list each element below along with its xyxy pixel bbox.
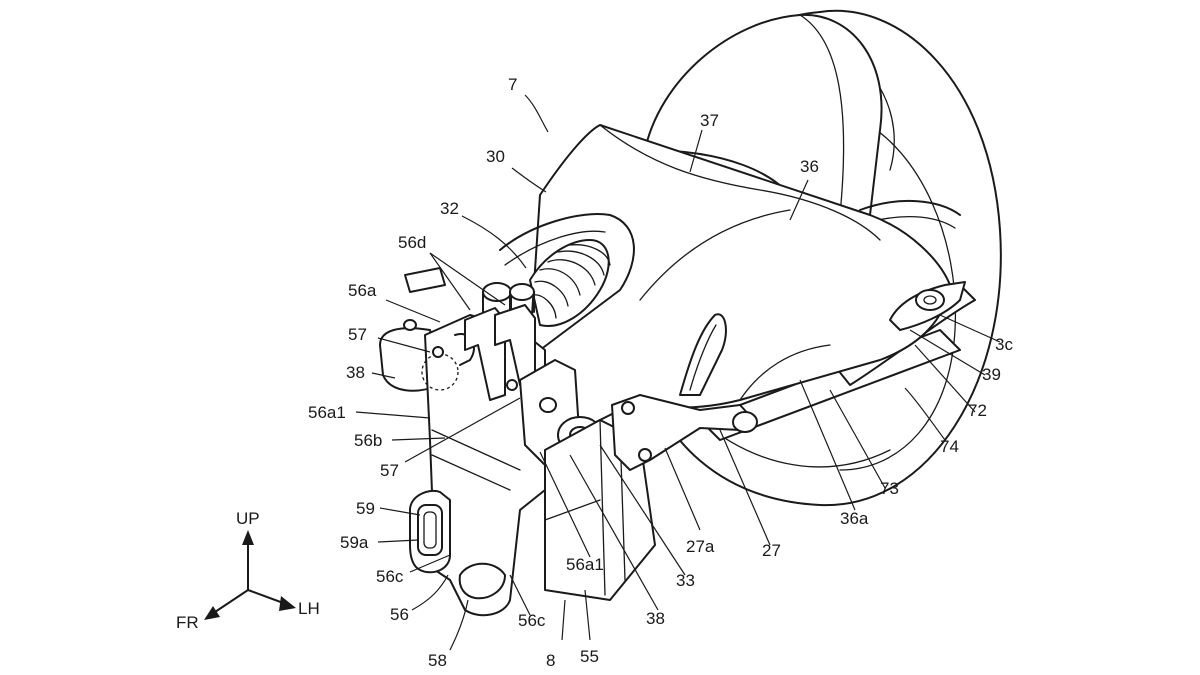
rear-fender — [644, 13, 883, 216]
label-55: 55 — [580, 647, 599, 666]
label-36a: 36a — [840, 509, 869, 528]
label-3c: 3c — [995, 335, 1013, 354]
label-59a: 59a — [340, 533, 369, 552]
leader-lines — [355, 94, 1001, 651]
fr-arrow-icon — [204, 606, 220, 620]
label-38-left: 38 — [346, 363, 365, 382]
label-56a: 56a — [348, 281, 377, 300]
shock-spring — [529, 239, 611, 327]
axis-up-label: UP — [236, 509, 260, 528]
label-39: 39 — [982, 365, 1001, 384]
label-8: 8 — [546, 651, 555, 670]
label-32: 32 — [440, 199, 459, 218]
label-56c-left: 56c — [376, 567, 404, 586]
orientation-axes: UP FR LH — [176, 509, 320, 632]
bolt-heads — [482, 282, 535, 316]
tail-piece — [889, 281, 966, 331]
label-27a: 27a — [686, 537, 715, 556]
labels: 7 30 37 36 32 56d 56a 57 38 56a1 56b 57 … — [308, 75, 1013, 670]
label-27: 27 — [762, 541, 781, 560]
label-56a1-right: 56a1 — [566, 555, 604, 574]
brake-arm — [611, 313, 758, 471]
label-56a1-left: 56a1 — [308, 403, 346, 422]
shock-loop — [499, 213, 635, 351]
label-56b: 56b — [354, 431, 382, 450]
up-arrow-icon — [242, 530, 254, 545]
label-36: 36 — [800, 157, 819, 176]
lh-arrow-icon — [279, 596, 296, 611]
label-57-upper: 57 — [348, 325, 367, 344]
axis-fr-label: FR — [176, 613, 199, 632]
label-58: 58 — [428, 651, 447, 670]
label-72: 72 — [968, 401, 987, 420]
label-56d: 56d — [398, 233, 426, 252]
label-37: 37 — [700, 111, 719, 130]
lh-axis — [247, 589, 287, 605]
label-7: 7 — [508, 75, 517, 94]
fr-axis — [211, 589, 249, 615]
label-56c-right: 56c — [518, 611, 546, 630]
label-38-right: 38 — [646, 609, 665, 628]
label-56: 56 — [390, 605, 409, 624]
connector-59 — [409, 490, 451, 574]
label-57-lower: 57 — [380, 461, 399, 480]
axis-lh-label: LH — [298, 599, 320, 618]
label-73: 73 — [880, 479, 899, 498]
label-33: 33 — [676, 571, 695, 590]
label-74: 74 — [940, 437, 959, 456]
label-30: 30 — [486, 147, 505, 166]
label-59: 59 — [356, 499, 375, 518]
